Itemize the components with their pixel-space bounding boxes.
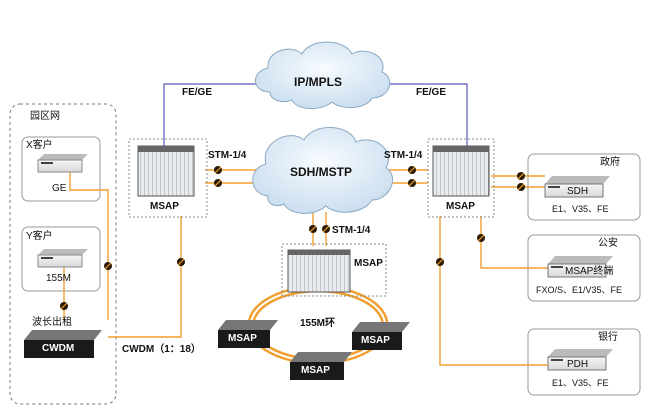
cwdm-device-label: CWDM [42,343,75,354]
customer-x-port: GE [52,183,67,194]
cwdm-device [24,330,102,358]
fiber-cwdm-link [108,216,182,338]
customer-y-label: Y客户 [26,231,53,242]
msap-center-label: MSAP [354,258,383,269]
bank-pdh-device [547,349,613,371]
ip-mpls-cloud [255,41,391,109]
customer-x-label: X客户 [26,140,53,151]
sdh-mstp-cloud [252,127,393,214]
fiber-customer-x [69,172,109,320]
stm-right-label: STM-1/4 [384,150,423,161]
gov-title: 政府 [600,157,620,168]
stm-bottom-label: STM-1/4 [332,225,371,236]
msap-ring-bottom-label: MSAP [301,365,330,376]
msap-ring-right-label: MSAP [361,335,390,346]
msap-ring-left-device [218,320,278,348]
msap-left-label: MSAP [150,201,179,212]
customer-y-device [37,249,88,268]
msap-center-rack [281,243,387,297]
fiber-connector-icon [60,166,525,310]
fe-ge-right-link [382,83,468,146]
police-title: 公安 [598,238,618,249]
fe-ge-left-label: FE/GE [182,87,213,98]
customer-x-device [37,154,88,173]
ring-label: 155M环 [300,318,336,329]
wavelength-out-label: 波长出租 [32,317,72,328]
police-ports: FXO/S、E1/V35、FE [536,285,623,295]
cwdm-link-label: CWDM（1：18） [122,344,201,355]
gov-sdh-device [544,176,610,198]
fiber-police [480,216,548,269]
stm-left-label: STM-1/4 [208,150,247,161]
police-terminal-device [547,256,613,278]
campus-title: 园区网 [30,111,60,122]
bank-ports: E1、V35、FE [552,378,609,388]
ip-mpls-label: IP/MPLS [294,75,343,89]
fe-ge-left-link [163,83,262,146]
msap-right-rack [427,138,495,218]
campus-region [9,103,117,405]
sdh-mstp-label: SDH/MSTP [290,165,353,179]
msap-ring-right-device [352,322,410,350]
msap-ring-left-label: MSAP [228,333,257,344]
msap-right-label: MSAP [446,201,475,212]
gov-ports: E1、V35、FE [552,204,609,214]
fe-ge-right-label: FE/GE [416,87,447,98]
gov-device-label: SDH [567,186,589,197]
customer-y-port: 155M [46,273,72,284]
police-device-label: MSAP终端 [565,266,614,277]
msap-left-rack [128,138,208,218]
bank-title: 银行 [598,332,618,343]
msap-ring-bottom-device [290,352,352,380]
bank-device-label: PDH [567,359,589,370]
